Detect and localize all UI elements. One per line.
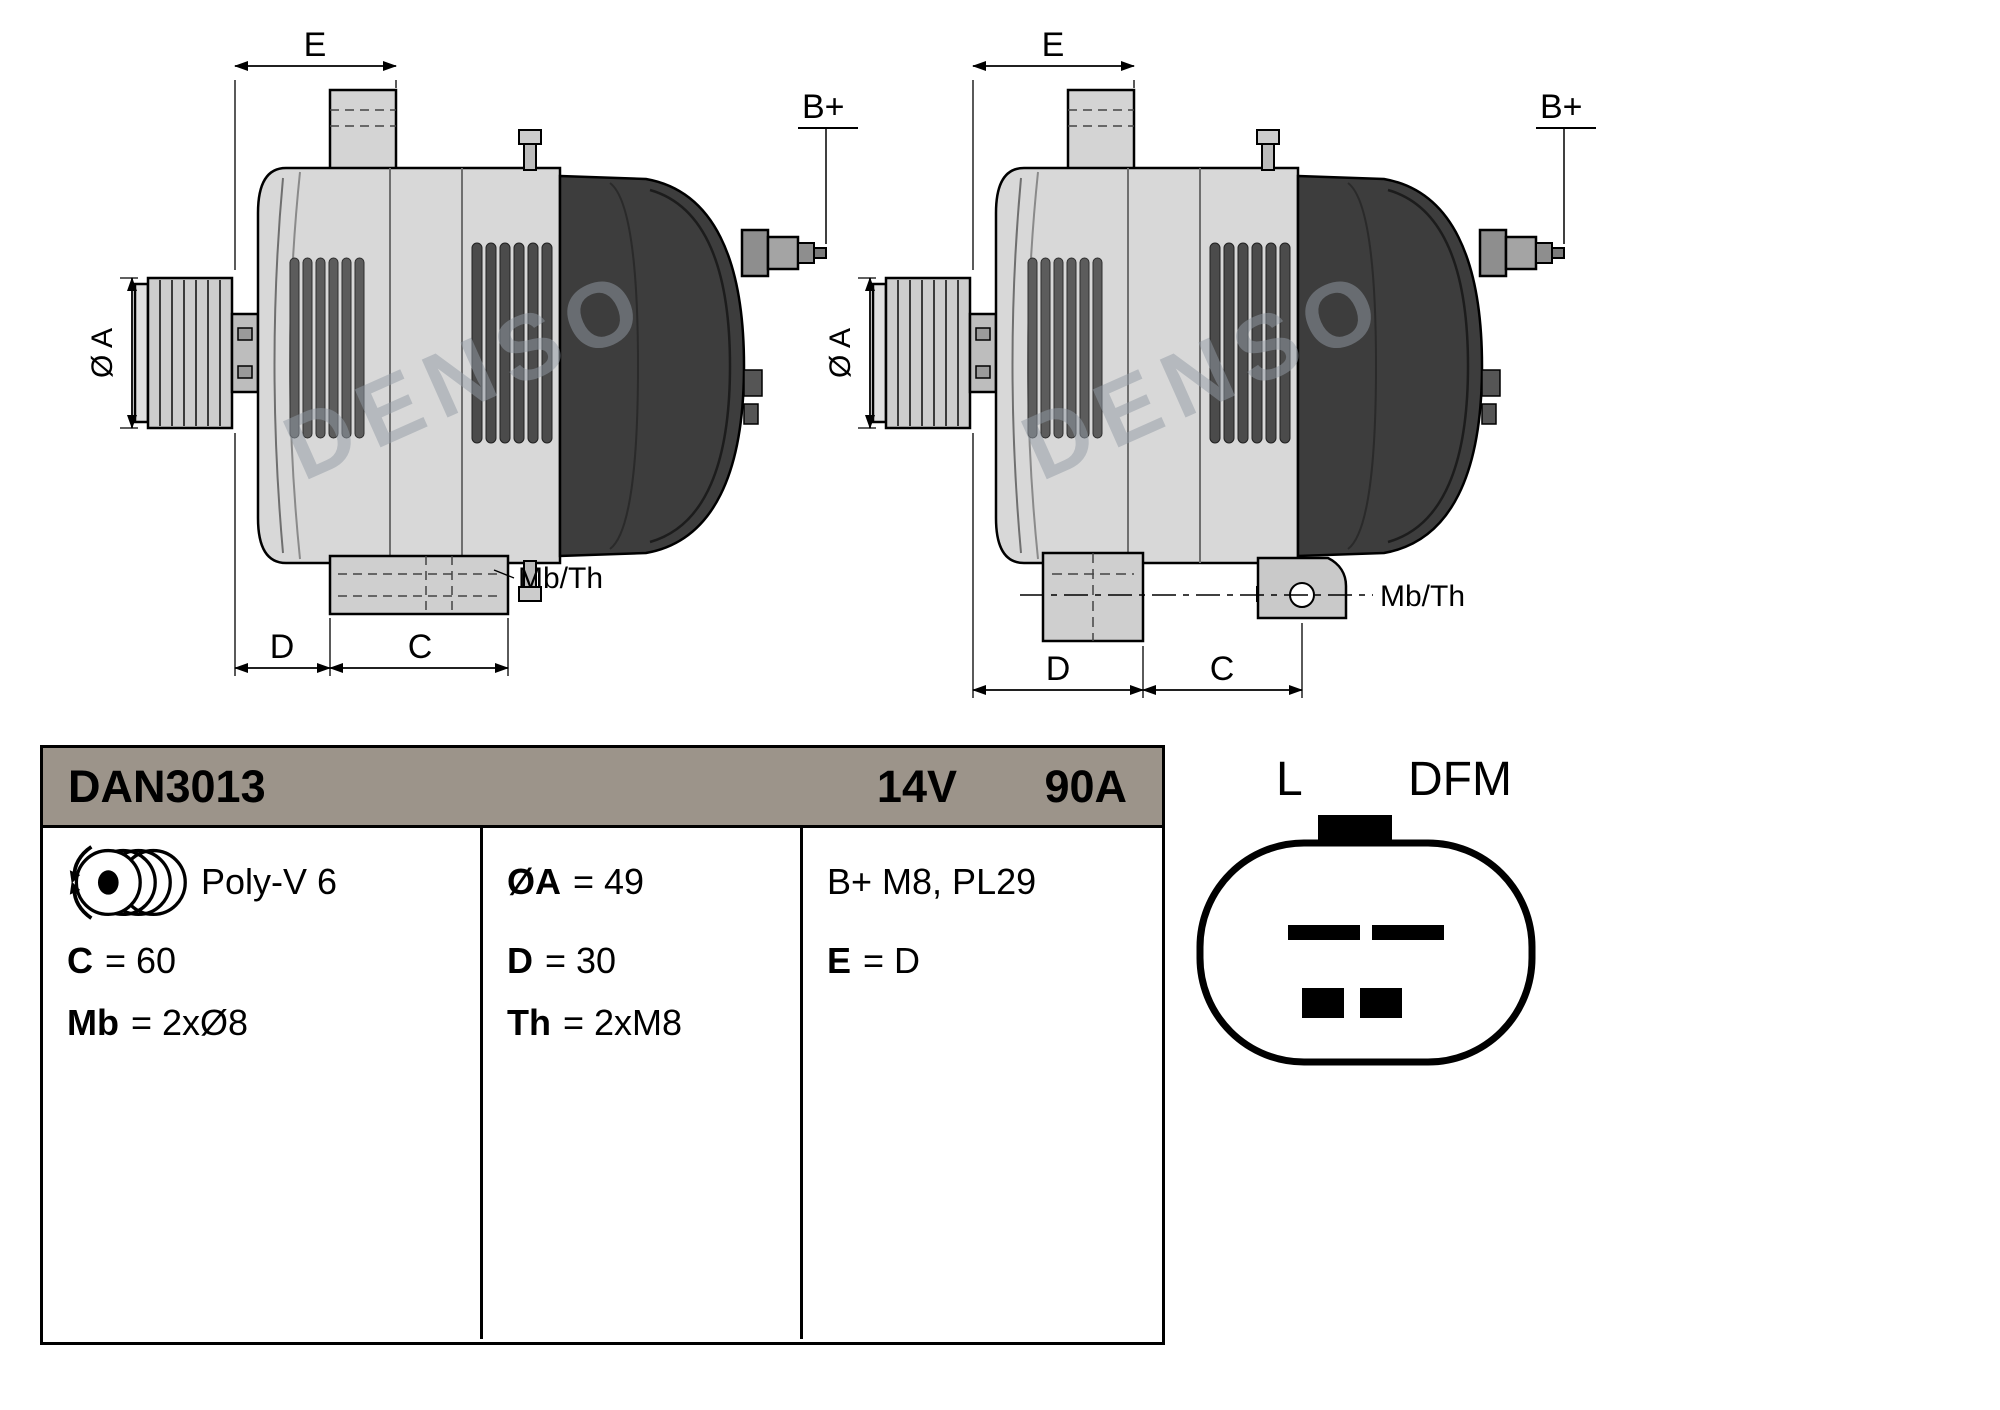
spec-th-value: = 2xM8 xyxy=(562,1002,683,1043)
dimension-c xyxy=(329,618,509,676)
spec-column-1: Poly-V 6 C = 60 Mb = 2xØ8 xyxy=(43,828,483,1339)
connector-pad-1 xyxy=(1302,988,1344,1018)
spec-c-label: C xyxy=(67,940,93,981)
connector-diagram xyxy=(1196,815,1536,1066)
spec-mb-row: Mb = 2xØ8 xyxy=(43,992,480,1054)
spec-c-value: = 60 xyxy=(105,940,177,981)
front-mounting-foot xyxy=(1041,551,1145,643)
dimension-a xyxy=(858,277,876,429)
spec-b-terminal-value: B+ M8, PL29 xyxy=(827,861,1037,902)
spec-column-2: ØA = 49 D = 30 Th = 2xM8 xyxy=(483,828,803,1339)
dimension-a xyxy=(120,277,138,429)
spec-b-terminal-row: B+ M8, PL29 xyxy=(803,834,1162,930)
spec-e-row: E = D xyxy=(803,930,1162,992)
connector-label-dfm: DFM xyxy=(1408,753,1512,806)
mbth-label: Mb/Th xyxy=(518,562,603,595)
dimension-c-label: C xyxy=(408,628,433,666)
spec-d-row: D = 30 xyxy=(483,930,800,992)
spec-mb-label: Mb xyxy=(67,1002,119,1043)
connector-pin-1 xyxy=(1288,925,1360,940)
dimension-e xyxy=(234,61,397,270)
pulley-type-value: Poly-V 6 xyxy=(201,861,338,902)
alternator-left-svg: DENSO E Ø A B+ Mb/Th xyxy=(86,26,858,676)
b-plus-label: B+ xyxy=(1540,88,1583,126)
spec-a-label: ØA xyxy=(507,861,561,902)
dimension-d-label: D xyxy=(1046,650,1071,688)
spec-th-label: Th xyxy=(507,1002,551,1043)
spec-a-value: = 49 xyxy=(573,861,645,902)
spec-table: DAN3013 14V 90A xyxy=(40,745,1165,1345)
rear-mounting-lug xyxy=(1256,556,1348,620)
spec-d-value: = 30 xyxy=(545,940,617,981)
connector-label-l: L xyxy=(1276,753,1303,806)
alternator-drawing-right: Mb/Th DENSO E Ø A B+ xyxy=(824,18,1658,738)
dimension-e-label: E xyxy=(304,26,327,64)
spec-column-3: B+ M8, PL29 E = D xyxy=(803,828,1162,1339)
current-rating: 90A xyxy=(1044,760,1127,812)
dimension-a-label: Ø A xyxy=(828,328,857,378)
spec-e-label: E xyxy=(827,940,852,981)
mbth-leader xyxy=(493,569,515,579)
b-plus-label: B+ xyxy=(802,88,845,126)
spec-d-label: D xyxy=(507,940,533,981)
dimension-a-label: Ø A xyxy=(90,328,119,378)
dimension-e xyxy=(972,61,1135,270)
spec-c-row: C = 60 xyxy=(43,930,480,992)
spec-mb-value: = 2xØ8 xyxy=(130,1002,249,1043)
spec-th-row: Th = 2xM8 xyxy=(483,992,800,1054)
connector-pin-2 xyxy=(1372,925,1444,940)
dimension-c-label: C xyxy=(1210,650,1235,688)
dimension-c xyxy=(1142,623,1303,698)
mbth-label: Mb/Th xyxy=(1380,580,1465,613)
spec-table-body: Poly-V 6 C = 60 Mb = 2xØ8 ØA = 49 D xyxy=(43,828,1162,1339)
dimension-e-label: E xyxy=(1042,26,1065,64)
spec-table-header: DAN3013 14V 90A xyxy=(43,748,1162,828)
pulley-icon xyxy=(69,845,187,920)
alternator-drawing-left: DENSO E Ø A B+ Mb/Th xyxy=(86,18,920,738)
alternator-right-svg: Mb/Th DENSO E Ø A B+ xyxy=(824,26,1596,698)
dimension-d-label: D xyxy=(270,628,295,666)
spec-e-value: = D xyxy=(863,940,921,981)
voltage-rating: 14V xyxy=(876,760,957,812)
connector-body xyxy=(1196,839,1536,1066)
pulley-spec-row: Poly-V 6 xyxy=(43,834,480,930)
spec-a-row: ØA = 49 xyxy=(483,834,800,930)
bottom-mounting-ear xyxy=(328,554,510,616)
connector-pad-2 xyxy=(1360,988,1402,1018)
part-number: DAN3013 xyxy=(68,760,266,812)
